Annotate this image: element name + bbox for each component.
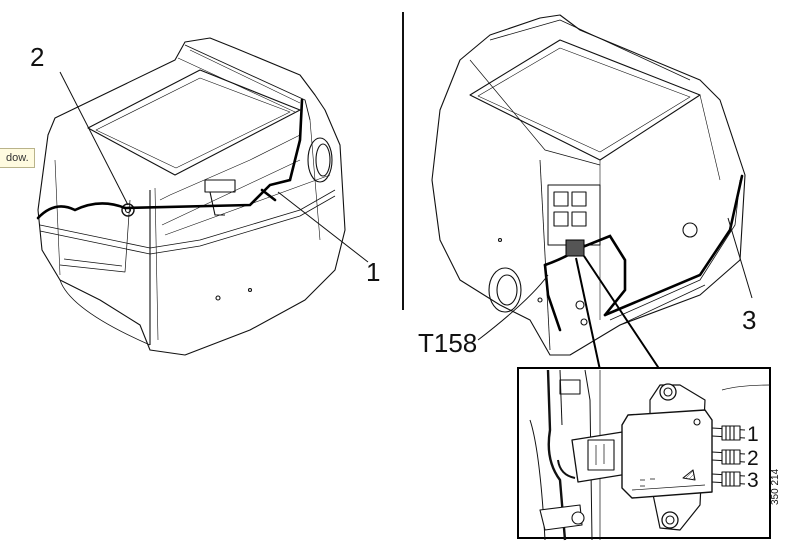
leader-line-2 [59,71,129,206]
callout-3-right: 3 [742,305,757,335]
zoom-line-right [583,255,661,371]
document-number: 350 214 [770,468,781,505]
left-exhaust-unit [37,37,346,356]
detail-callout-2: 2 [747,447,759,470]
leader-line-1 [277,191,369,263]
callout-t158: T158 [418,328,478,358]
left-harness [36,98,304,220]
detail-view [529,369,771,541]
callout-1-left: 1 [366,257,381,287]
zoom-line-left [575,257,601,371]
detail-callout-3: 3 [747,469,759,492]
leader-line-3 [727,217,753,299]
leader-line-t158 [477,274,549,341]
sensor-t158 [565,239,585,257]
callout-2-left: 2 [30,42,45,72]
truncated-tooltip: dow. [0,148,35,168]
detail-callout-1: 1 [747,423,759,446]
right-exhaust-unit [431,14,746,356]
